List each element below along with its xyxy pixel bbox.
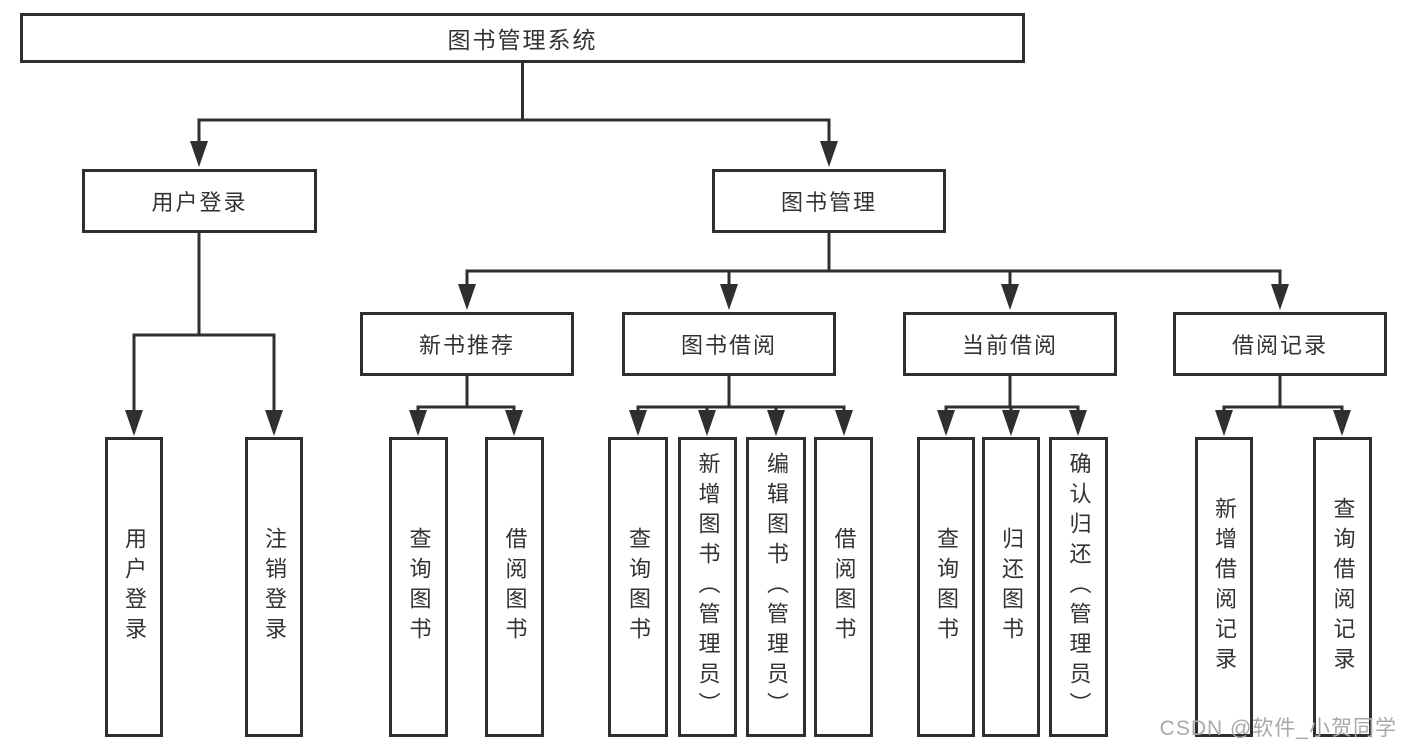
leaf-user-login-label: 用户登录	[122, 527, 147, 647]
leaf-query-borrow-record-label: 查询借阅记录	[1330, 497, 1356, 677]
node-new-book-recommendation: 新书推荐	[360, 312, 574, 376]
leaf-confirm-return-admin: 确认归还（管理员）	[1049, 437, 1108, 737]
leaf-edit-books-admin-label: 编辑图书（管理员）	[764, 452, 789, 722]
leaf-logout-login-label: 注销登录	[262, 527, 287, 647]
leaf-query-books-2-label: 查询图书	[626, 527, 651, 647]
leaf-query-books-3: 查询图书	[917, 437, 975, 737]
node-library-management-system-label: 图书管理系统	[447, 27, 598, 53]
leaf-return-books: 归还图书	[982, 437, 1040, 737]
leaf-query-borrow-record: 查询借阅记录	[1313, 437, 1372, 737]
leaf-edit-books-admin: 编辑图书（管理员）	[746, 437, 806, 737]
node-book-management: 图书管理	[712, 169, 946, 233]
leaf-user-login: 用户登录	[105, 437, 163, 737]
leaf-query-books-1: 查询图书	[389, 437, 448, 737]
leaf-add-books-admin-label: 新增图书（管理员）	[695, 452, 721, 722]
leaf-confirm-return-admin-label: 确认归还（管理员）	[1066, 452, 1092, 722]
leaf-borrow-books-1: 借阅图书	[485, 437, 544, 737]
node-borrowing-records-label: 借阅记录	[1231, 333, 1328, 358]
node-user-login: 用户登录	[82, 169, 317, 233]
leaf-add-borrow-record: 新增借阅记录	[1195, 437, 1253, 737]
node-book-borrowing-label: 图书借阅	[680, 333, 777, 358]
watermark-text: CSDN @软件_小贺同学	[1159, 717, 1397, 740]
node-library-management-system: 图书管理系统	[20, 13, 1025, 63]
leaf-borrow-books-2-label: 借阅图书	[831, 527, 857, 647]
node-borrowing-records: 借阅记录	[1173, 312, 1387, 376]
arrowhead-icons	[125, 141, 1351, 436]
leaf-borrow-books-2: 借阅图书	[814, 437, 873, 737]
node-book-borrowing: 图书借阅	[622, 312, 836, 376]
node-current-borrowing-label: 当前借阅	[961, 333, 1058, 358]
leaf-add-books-admin: 新增图书（管理员）	[678, 437, 737, 737]
leaf-query-books-1-label: 查询图书	[406, 527, 432, 647]
leaf-logout-login: 注销登录	[245, 437, 303, 737]
leaf-borrow-books-1-label: 借阅图书	[502, 527, 528, 647]
leaf-add-borrow-record-label: 新增借阅记录	[1212, 497, 1237, 677]
node-new-book-recommendation-label: 新书推荐	[418, 333, 515, 358]
leaf-query-books-3-label: 查询图书	[934, 527, 959, 647]
node-user-login-label: 用户登录	[151, 190, 248, 215]
node-current-borrowing: 当前借阅	[903, 312, 1117, 376]
leaf-return-books-label: 归还图书	[999, 527, 1024, 647]
node-book-management-label: 图书管理	[780, 190, 877, 215]
leaf-query-books-2: 查询图书	[608, 437, 668, 737]
